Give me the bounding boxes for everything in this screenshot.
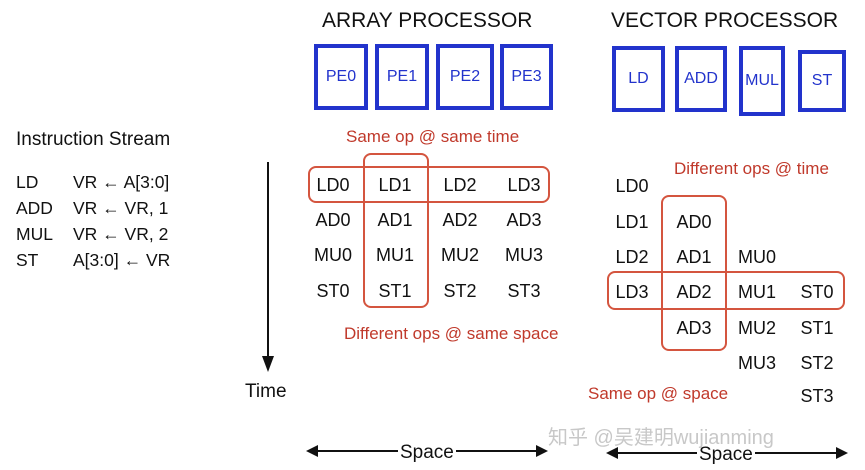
array-note-different-ops-same-space: Different ops @ same space	[344, 324, 559, 343]
instruction-stream-heading: Instruction Stream	[16, 129, 171, 150]
vector-cell: ST0	[800, 282, 834, 302]
watermark: 知乎 @吴建明wujianming	[548, 427, 774, 449]
pe2-box: PE2	[436, 44, 494, 110]
array-column-highlight	[363, 153, 429, 308]
array-cell: ST3	[507, 281, 541, 301]
vector-cell: AD1	[676, 247, 712, 267]
pe1-box: PE1	[375, 44, 429, 110]
vector-cell: MU0	[737, 247, 776, 267]
vector-cell: ST2	[800, 353, 834, 373]
instr-arg-add: VR ← VR, 1	[73, 198, 169, 218]
vector-cell: LD3	[615, 282, 649, 302]
vector-note-same-op-space: Same op @ space	[588, 384, 729, 403]
vector-cell: LD0	[615, 176, 649, 196]
ld-unit-box: LD	[612, 46, 665, 112]
vector-cell: LD2	[615, 247, 649, 267]
array-cell: AD0	[315, 210, 351, 230]
array-cell: LD3	[507, 175, 541, 195]
array-cell: MU3	[504, 245, 543, 265]
array-cell: AD2	[442, 210, 478, 230]
instr-op-add: ADD	[16, 198, 53, 218]
vector-cell: AD2	[676, 282, 712, 302]
array-note-same-op-same-time: Same op @ same time	[346, 127, 520, 146]
array-row-highlight	[308, 166, 550, 203]
mul-unit-box: MUL	[739, 46, 785, 116]
array-cell: ST1	[378, 281, 412, 301]
vector-cell: AD0	[676, 212, 712, 232]
array-cell: LD0	[316, 175, 350, 195]
pe3-box: PE3	[500, 44, 553, 110]
array-cell: MU1	[375, 245, 414, 265]
vector-cell: ST3	[800, 386, 834, 406]
array-space-axis-label: Space	[398, 442, 456, 464]
vector-processor-title: VECTOR PROCESSOR	[611, 9, 839, 32]
instr-arg-st: A[3:0] ← VR	[73, 250, 171, 270]
array-cell: ST0	[316, 281, 350, 301]
array-cell: AD3	[506, 210, 542, 230]
vector-cell: MU2	[737, 318, 776, 338]
add-unit-box: ADD	[675, 46, 727, 112]
time-arrow-head	[262, 356, 274, 372]
vector-cell: MU3	[737, 353, 776, 373]
array-cell: MU0	[313, 245, 352, 265]
array-cell: LD1	[378, 175, 412, 195]
array-cell: LD2	[443, 175, 477, 195]
vector-cell: ST1	[800, 318, 834, 338]
vector-column-highlight	[661, 195, 727, 351]
array-cell: ST2	[443, 281, 477, 301]
array-cell: MU2	[440, 245, 479, 265]
vector-cell: LD1	[615, 212, 649, 232]
instr-arg-ld: VR ← A[3:0]	[73, 172, 170, 192]
array-processor-title: ARRAY PROCESSOR	[322, 9, 533, 32]
time-axis-label: Time	[245, 381, 287, 402]
vector-cell: AD3	[676, 318, 712, 338]
array-cell: AD1	[377, 210, 413, 230]
vector-note-different-ops-time: Different ops @ time	[674, 159, 829, 178]
vector-cell: MU1	[737, 282, 776, 302]
pe0-box: PE0	[314, 44, 368, 110]
vector-space-axis-label: Space	[697, 444, 755, 466]
instr-arg-mul: VR ← VR, 2	[73, 224, 169, 244]
instr-op-mul: MUL	[16, 224, 53, 244]
instr-op-ld: LD	[16, 172, 39, 192]
instr-op-st: ST	[16, 250, 39, 270]
st-unit-box: ST	[798, 50, 846, 112]
